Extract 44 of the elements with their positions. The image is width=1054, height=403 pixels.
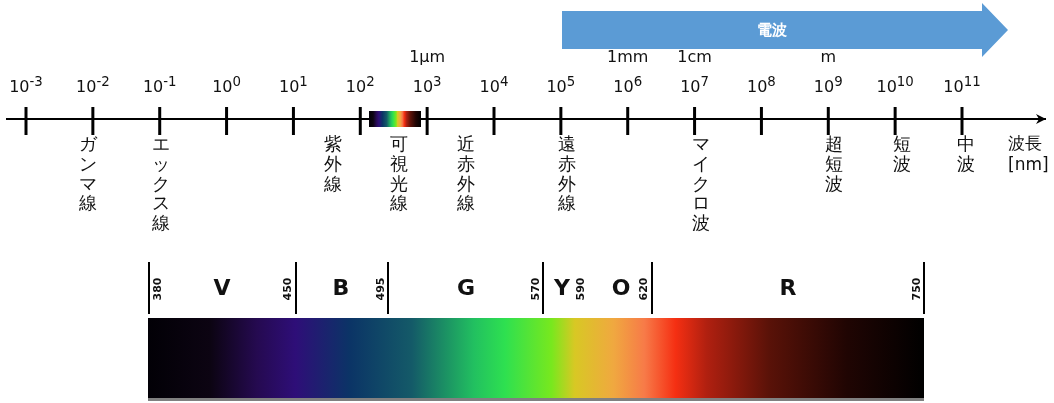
band-label: ガンマ線 xyxy=(79,134,97,214)
wavelength-label: 380 xyxy=(150,277,164,301)
arrow-label: 電波 xyxy=(757,20,787,40)
tick-label: 10$^{0}$ xyxy=(212,74,241,97)
unit-label: 1cm xyxy=(677,47,712,66)
tick-label: 10$^{-3}$ xyxy=(9,74,43,97)
wavelength-label: 495 xyxy=(373,277,387,301)
color-label: V xyxy=(213,275,231,300)
color-label: R xyxy=(779,275,797,300)
tick-label: 10$^{10}$ xyxy=(876,74,914,97)
tick-label: 10$^{4}$ xyxy=(479,74,509,97)
wavelength-label: 620 xyxy=(636,277,650,301)
band-label: 可視光線 xyxy=(390,134,408,214)
wavelength-label: 450 xyxy=(280,277,294,301)
tick-label: 10$^{11}$ xyxy=(943,74,981,97)
tick-label: 10$^{9}$ xyxy=(813,74,843,97)
tick-label: 10$^{-2}$ xyxy=(76,74,110,97)
band-label: マイクロ波 xyxy=(692,134,710,233)
band-label: エックス線 xyxy=(152,134,170,233)
tick-label: 10$^{1}$ xyxy=(279,74,308,97)
color-label: O xyxy=(611,275,631,300)
unit-label: 1mm xyxy=(607,47,649,66)
band-label: 紫外線 xyxy=(324,134,342,194)
band-label: 短波 xyxy=(893,134,911,174)
wavelength-label: 750 xyxy=(909,277,923,301)
color-label: Y xyxy=(554,275,570,300)
unit-label: 1μm xyxy=(409,47,446,66)
color-label: B xyxy=(332,275,350,300)
tick-label: 10$^{3}$ xyxy=(412,74,442,97)
tick-label: 10$^{7}$ xyxy=(680,74,709,97)
wavelength-label: 590 xyxy=(573,277,587,301)
band-label: 近赤外線 xyxy=(457,134,475,214)
tick-label: 10$^{2}$ xyxy=(345,74,375,97)
axis-title: 波長 [nm] xyxy=(1008,133,1050,176)
band-label: 遠赤外線 xyxy=(558,134,576,214)
wavelength-label: 570 xyxy=(528,277,542,301)
band-label: 超短波 xyxy=(825,134,843,194)
tick-label: 10$^{6}$ xyxy=(613,74,643,97)
band-label: 中波 xyxy=(957,134,975,174)
unit-label: m xyxy=(820,47,837,66)
color-label: G xyxy=(456,275,476,300)
tick-label: 10$^{5}$ xyxy=(546,74,576,97)
tick-label: 10$^{8}$ xyxy=(747,74,776,97)
tick-label: 10$^{-1}$ xyxy=(142,74,177,97)
